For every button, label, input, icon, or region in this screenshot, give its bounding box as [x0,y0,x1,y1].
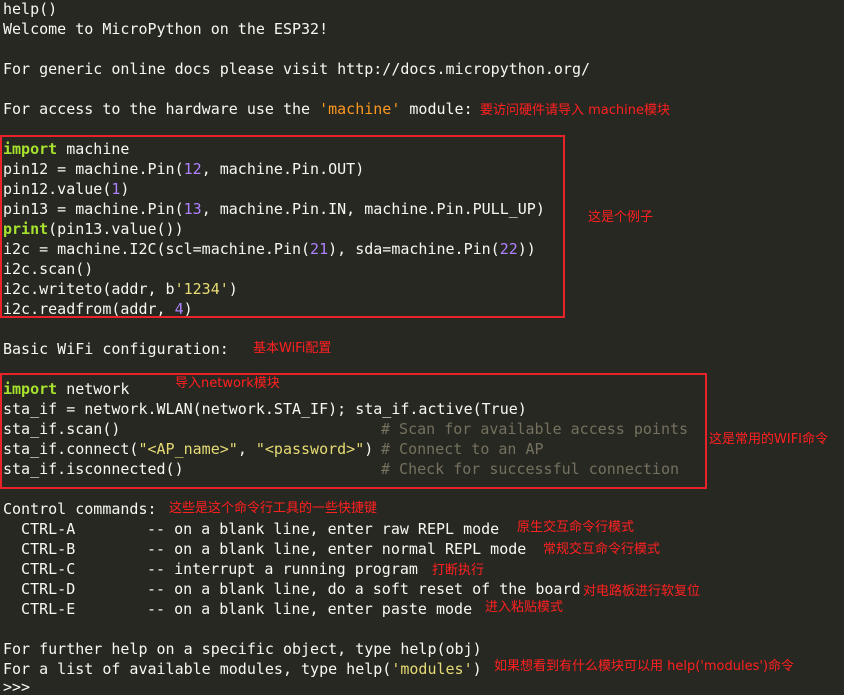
annotation-example: 这是个例子 [588,210,654,225]
annotation-wifi-config: 基本WiFi配置 [253,341,332,356]
annotation-modules-help: 如果想看到有什么模块可以用 help('modules')命令 [494,659,795,674]
network-scan-comment: # Scan for available access points [381,420,689,438]
network-scan-line: sta_if.scan() [3,420,121,438]
annotation-shortcuts: 这些是这个命令行工具的一些快捷键 [169,501,378,516]
docs-url: http://docs.micropython.org/ [337,60,591,78]
annotation-ctrl-b: 常规交互命令行模式 [543,542,661,557]
example-pin13-line: pin13 = machine.Pin(13, machine.Pin.IN, … [3,200,545,218]
repl-prompt[interactable]: >>> [3,678,31,695]
network-import-line: import network [3,380,130,398]
annotation-wifi-commands: 这是常用的WIFI命令 [709,432,828,447]
ctrl-b-desc: -- on a blank line, enter normal REPL mo… [147,540,527,558]
help-call-line: help() [3,0,58,18]
ctrl-a-key: CTRL-A [3,520,76,538]
annotation-ctrl-c: 打断执行 [432,563,485,578]
ctrl-c-desc: -- interrupt a running program [147,560,418,578]
further-help-line: For further help on a specific object, t… [3,640,482,658]
example-i2c-line: i2c = machine.I2C(scl=machine.Pin(21), s… [3,240,536,258]
example-writeto-line: i2c.writeto(addr, b'1234') [3,280,238,298]
network-isconnected-line: sta_if.isconnected() [3,460,184,478]
annotation-network-module: 导入network模块 [175,376,280,391]
example-print-line: print(pin13.value()) [3,220,184,238]
modules-help-line: For a list of available modules, type he… [3,660,482,678]
ctrl-d-desc: -- on a blank line, do a soft reset of t… [147,580,581,598]
network-wlan-line: sta_if = network.WLAN(network.STA_IF); s… [3,400,527,418]
ctrl-b-key: CTRL-B [3,540,76,558]
annotation-ctrl-a: 原生交互命令行模式 [517,520,635,535]
annotation-machine-module: 要访问硬件请导入 machine模块 [480,103,670,118]
network-isconnected-comment: # Check for successful connection [381,460,680,478]
example-value-line: pin12.value(1) [3,180,130,198]
machine-module-name: 'machine' [319,100,401,118]
wifi-header-line: Basic WiFi configuration: [3,340,229,358]
ctrl-e-desc: -- on a blank line, enter paste mode [147,600,473,618]
example-highlight-box [0,135,565,318]
example-pin12-line: pin12 = machine.Pin(12, machine.Pin.OUT) [3,160,365,178]
network-connect-line: sta_if.connect("<AP_name>", "<password>"… [3,440,374,458]
example-readfrom-line: i2c.readfrom(addr, 4) [3,300,193,318]
annotation-ctrl-d: 对电路板进行软复位 [583,584,701,599]
docs-line: For generic online docs please visit htt… [3,60,591,78]
example-import-line: import machine [3,140,130,158]
network-connect-comment: # Connect to an AP [381,440,544,458]
control-header-line: Control commands: [3,500,157,518]
hardware-line: For access to the hardware use the 'mach… [3,100,473,118]
ctrl-d-key: CTRL-D [3,580,76,598]
ctrl-a-desc: -- on a blank line, enter raw REPL mode [147,520,500,538]
welcome-line: Welcome to MicroPython on the ESP32! [3,20,329,38]
annotation-ctrl-e: 进入粘贴模式 [485,600,564,615]
example-scan-line: i2c.scan() [3,260,94,278]
ctrl-c-key: CTRL-C [3,560,76,578]
wifi-commands-highlight-box [0,373,707,489]
ctrl-e-key: CTRL-E [3,600,76,618]
